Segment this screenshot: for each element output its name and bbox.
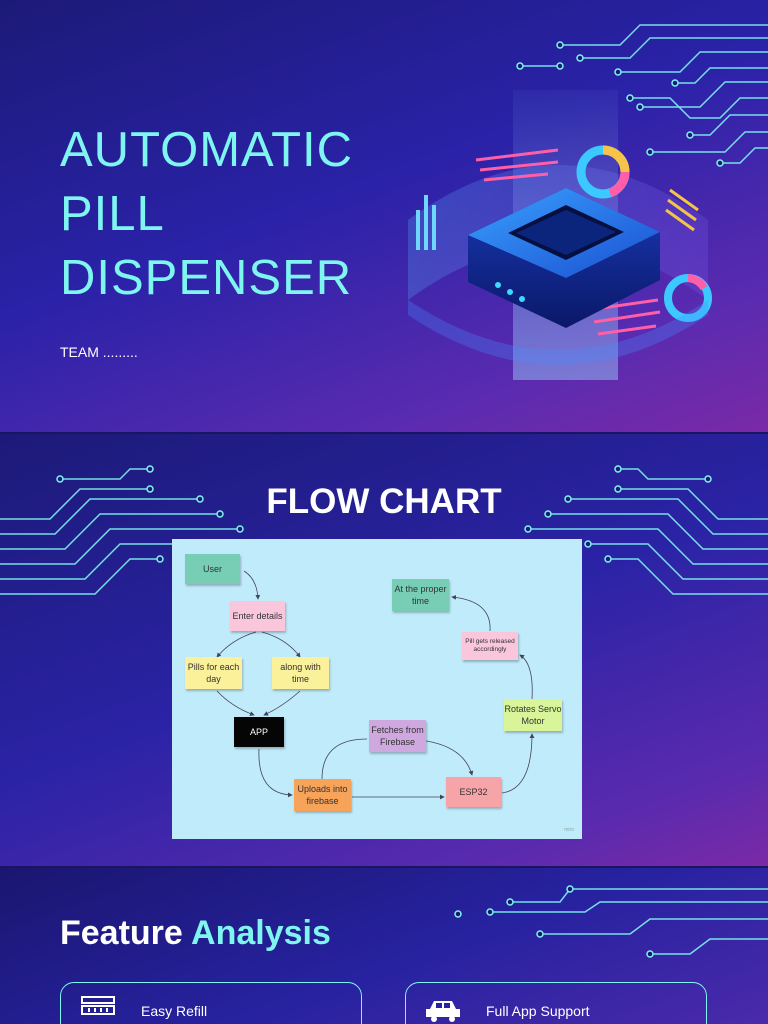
title-line-1: AUTOMATIC — [60, 123, 354, 177]
circuit-decoration-right — [524, 465, 768, 595]
feature-card-full-app-support: Full App Support — [405, 982, 707, 1024]
note-app: APP — [234, 717, 284, 747]
note-rotates-servo-motor: Rotates Servo Motor — [504, 699, 562, 731]
feature-card-easy-refill: Easy Refill — [60, 982, 362, 1024]
note-along-with-time: along with time — [272, 657, 329, 689]
flow-connectors — [216, 570, 535, 800]
note-fetches-from-firebase: Fetches from Firebase — [369, 720, 426, 752]
circuit-decoration-left — [0, 465, 244, 595]
flow-chart-title: FLOW CHART — [266, 482, 502, 521]
feature-title-plain: Feature — [60, 914, 183, 952]
feature-card-label-easy-refill: Easy Refill — [141, 1003, 208, 1019]
circuit-decoration-top-right — [516, 24, 768, 167]
refill-icon — [81, 996, 115, 1015]
note-uploads-into-firebase: Uploads into firebase — [294, 779, 351, 811]
feature-analysis-title: Feature Analysis — [60, 914, 331, 953]
note-user: User — [185, 554, 240, 584]
main-title: AUTOMATIC PILL DISPENSER — [60, 118, 353, 310]
title-line-2: PILL — [60, 187, 165, 241]
team-label: TEAM ......... — [60, 344, 138, 360]
title-slide: AUTOMATIC PILL DISPENSER TEAM ......... — [0, 0, 768, 432]
flow-chart-slide: FLOW CHART User — [0, 434, 768, 866]
app-support-icon — [426, 1001, 460, 1022]
title-line-3: DISPENSER — [60, 251, 353, 305]
note-enter-details: Enter details — [230, 601, 285, 631]
note-at-proper-time: At the proper time — [392, 579, 449, 611]
circuit-decoration-feature — [454, 885, 768, 958]
feature-analysis-slide: Feature Analysis Easy Refill Full A — [0, 868, 768, 1024]
flow-chart-watermark: miro — [564, 827, 574, 833]
note-pills-for-each-day: Pills for each day — [185, 657, 242, 689]
note-pill-gets-released: Pill gets released accordingly — [462, 632, 518, 660]
flow-chart-panel: User Enter details Pills for each day al… — [172, 539, 582, 839]
note-esp32: ESP32 — [446, 777, 501, 807]
feature-card-label-full-app-support: Full App Support — [486, 1003, 590, 1019]
feature-title-accent: Analysis — [191, 914, 331, 952]
device-illustration — [408, 90, 712, 380]
